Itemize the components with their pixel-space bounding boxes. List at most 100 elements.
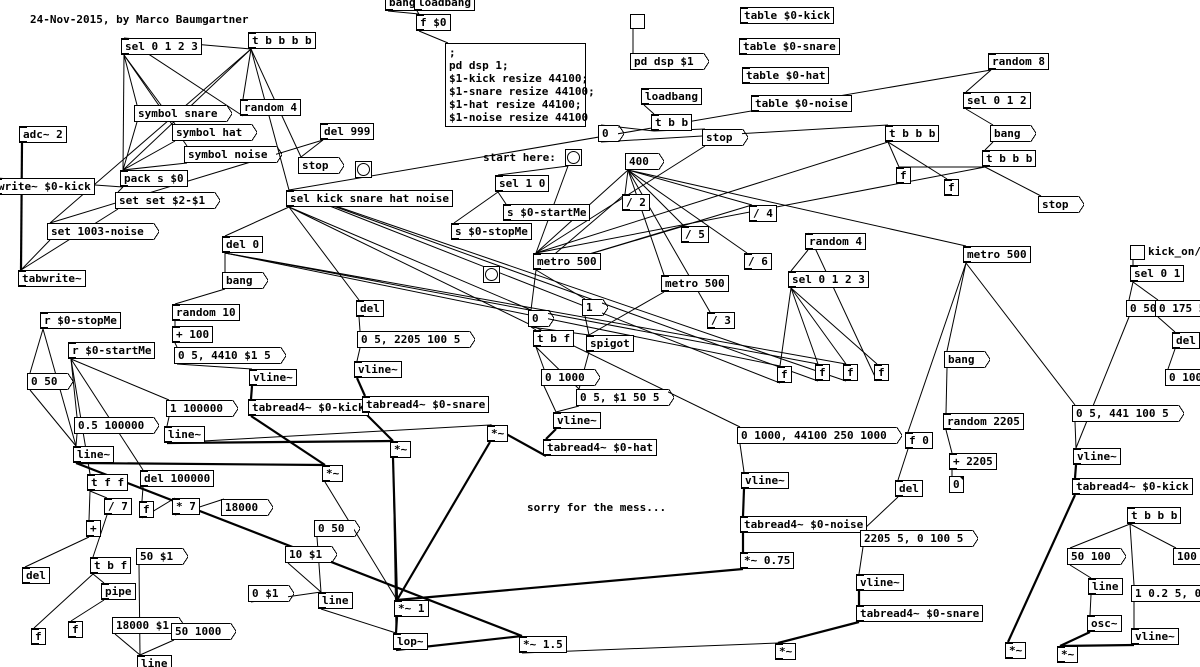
object-box-o39[interactable]: *~	[487, 425, 509, 442]
bang-button-b2[interactable]	[565, 149, 582, 166]
bang-button-b3[interactable]	[483, 266, 500, 283]
patch-cord[interactable]	[1069, 523, 1131, 549]
patch-cord[interactable]	[70, 599, 105, 622]
message-box-o72[interactable]: 400	[625, 153, 664, 170]
object-box-o80[interactable]: / 6	[744, 253, 772, 270]
patch-cord[interactable]	[1089, 594, 1092, 616]
patch-cord[interactable]	[1129, 523, 1135, 586]
patch-cord[interactable]	[356, 347, 361, 362]
patch-cord[interactable]	[897, 448, 909, 481]
message-box-o32[interactable]: 0 50	[27, 373, 72, 390]
patch-cord[interactable]	[1167, 348, 1176, 370]
object-box-o5[interactable]: t b b b b	[248, 32, 316, 49]
object-box-o99[interactable]: f	[843, 364, 858, 381]
number-box-o113[interactable]: 0	[949, 476, 964, 493]
patch-cord[interactable]	[624, 169, 629, 195]
patch-cord[interactable]	[535, 346, 545, 370]
message-box-o122[interactable]: 0 175 5	[1155, 300, 1200, 317]
message-box-o84[interactable]: 0	[528, 310, 554, 327]
patch-cord[interactable]	[453, 191, 499, 224]
patch-cord[interactable]	[70, 358, 144, 471]
patch-cord[interactable]	[887, 141, 900, 168]
object-box-o78[interactable]: / 4	[749, 205, 777, 222]
patch-cord[interactable]	[1073, 464, 1078, 479]
object-box-o103[interactable]: f	[944, 179, 959, 196]
object-box-o68[interactable]: loadbang	[641, 88, 702, 105]
patch-cord[interactable]	[29, 328, 44, 374]
patch-cord[interactable]	[287, 562, 322, 593]
object-box-o25[interactable]: tabread4~ $0-kick	[248, 399, 369, 416]
object-box-o112[interactable]: + 2205	[949, 453, 997, 470]
message-box-o15[interactable]: set set $2-$1	[115, 192, 221, 209]
object-box-o2[interactable]: loadbang	[414, 0, 475, 11]
patch-cord[interactable]	[946, 262, 967, 352]
object-box-o14[interactable]: write~ $0-kick	[0, 178, 95, 195]
message-box-o67[interactable]: pd dsp $1	[630, 53, 709, 70]
patch-cord[interactable]	[418, 30, 449, 44]
patch-cord[interactable]	[1075, 316, 1130, 449]
object-box-o28[interactable]: vline~	[354, 361, 402, 378]
object-box-o105[interactable]: sel 0 1 2	[963, 92, 1031, 109]
message-box-o108[interactable]: stop	[1038, 196, 1083, 213]
object-box-o38[interactable]: *~	[390, 441, 412, 458]
object-box-o123[interactable]: del	[1172, 332, 1200, 349]
message-box-o55[interactable]: 18000 $1	[112, 617, 184, 634]
patch-cord[interactable]	[1006, 494, 1077, 643]
message-box-o71[interactable]: stop	[702, 129, 747, 146]
object-box-o79[interactable]: / 5	[681, 226, 709, 243]
patch-cord[interactable]	[139, 639, 175, 656]
message-box-o11[interactable]: symbol hat	[172, 124, 258, 141]
patch-cord[interactable]	[300, 139, 324, 158]
object-box-o89[interactable]: vline~	[553, 412, 601, 429]
object-box-o73[interactable]: sel 1 0	[495, 175, 550, 192]
patch-cord[interactable]	[588, 291, 665, 336]
object-box-o81[interactable]: metro 500	[661, 275, 729, 292]
patch-cord[interactable]	[1059, 631, 1091, 647]
object-box-o13[interactable]: pack s $0	[120, 170, 188, 187]
patch-cord[interactable]	[907, 262, 967, 433]
patch-cord[interactable]	[288, 189, 847, 382]
patch-cord[interactable]	[535, 141, 889, 254]
message-box-o116[interactable]: 2205 5, 0 100 5	[860, 530, 979, 547]
patch-cord[interactable]	[396, 441, 491, 601]
object-box-o50[interactable]: t b f	[90, 557, 132, 574]
object-box-o136[interactable]: *~	[1057, 646, 1079, 663]
object-box-o75[interactable]: s $0-stopMe	[451, 223, 532, 240]
object-box-o58[interactable]: f	[68, 621, 83, 638]
patch-cord[interactable]	[555, 405, 580, 413]
patch-cord[interactable]	[19, 142, 24, 271]
patch-cord[interactable]	[250, 48, 290, 191]
message-box-o16[interactable]: set 1003-noise	[47, 223, 159, 240]
patch-cord[interactable]	[984, 141, 994, 151]
object-box-o115[interactable]: del	[895, 480, 923, 497]
patch-cord[interactable]	[545, 428, 557, 440]
object-box-o19[interactable]: del 0	[222, 236, 264, 253]
object-box-o17[interactable]: tabwrite~	[18, 270, 86, 287]
object-box-o61[interactable]: lop~	[393, 633, 428, 650]
toggle-g2[interactable]	[1130, 245, 1145, 260]
patch-cord[interactable]	[122, 140, 176, 171]
object-box-o36[interactable]: line~	[164, 426, 206, 443]
patch-cord[interactable]	[416, 10, 420, 15]
message-box-o34[interactable]: 1 100000	[166, 400, 238, 417]
patch-cord[interactable]	[288, 189, 819, 382]
message-box-o10[interactable]: symbol snare	[134, 105, 234, 122]
object-box-o90[interactable]: tabread4~ $0-hat	[543, 439, 657, 456]
patch-cord[interactable]	[627, 169, 748, 254]
patch-cord[interactable]	[543, 385, 557, 413]
message-box-o49[interactable]: 50 $1	[136, 548, 189, 565]
dsp-resize-message[interactable]: ; pd dsp 1; $1-kick resize 44100; $1-sna…	[445, 43, 595, 127]
patch-cord[interactable]	[1069, 564, 1092, 579]
message-box-o130[interactable]: 100	[1173, 548, 1200, 565]
patch-cord[interactable]	[33, 573, 94, 629]
message-box-o12[interactable]: symbol noise	[184, 146, 284, 163]
object-box-o66[interactable]: table $0-noise	[751, 95, 852, 112]
object-box-o77[interactable]: / 2	[622, 194, 650, 211]
object-box-o62[interactable]: *~ 1.5	[519, 636, 567, 653]
message-box-o47[interactable]: 0 50	[314, 520, 359, 537]
object-box-o117[interactable]: vline~	[856, 574, 904, 591]
patch-cord[interactable]	[92, 573, 105, 584]
patch-cord[interactable]	[741, 488, 746, 517]
patch-cord[interactable]	[138, 564, 141, 656]
object-box-o111[interactable]: random 2205	[943, 413, 1024, 430]
